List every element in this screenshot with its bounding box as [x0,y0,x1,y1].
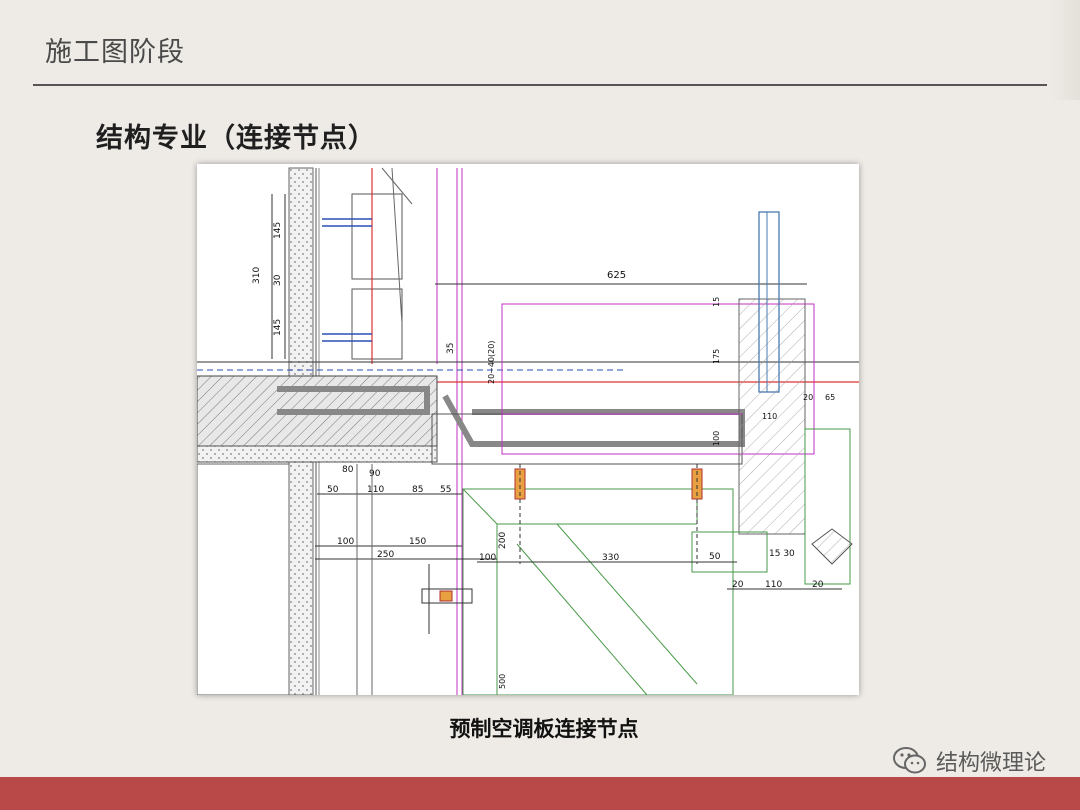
dim-100-mid: 100 [479,553,496,563]
dim-20-bottom-right: 20 [812,580,824,590]
watermark: 结构微理论 [892,745,1046,777]
dim-250: 250 [377,550,394,560]
dim-20-bottom: 20 [732,580,744,590]
header-divider [33,84,1047,86]
dim-50: 50 [327,485,339,495]
footer-bar [0,777,1080,810]
section-heading: 结构专业（连接节点） [96,123,376,154]
dim-175: 175 [712,349,721,364]
dim-110: 110 [367,485,384,495]
dim-145-top: 145 [273,222,283,239]
dim-30: 30 [273,274,283,286]
dim-20-right: 20 [803,393,813,402]
dim-80: 80 [342,465,354,475]
dim-110-bottom: 110 [765,580,782,590]
dim-15-30: 15 30 [769,549,795,559]
dim-65: 65 [825,393,835,402]
rebar-outline [277,386,430,415]
dim-100-bottom: 100 [337,537,354,547]
structural-drawing: 310 145 30 145 35 625 15 175 100 110 20 … [197,164,859,695]
dim-330: 330 [602,553,619,563]
dim-150-bottom: 150 [409,537,426,547]
dim-35: 35 [446,343,456,354]
wechat-icon [892,746,928,776]
dim-15: 15 [712,297,721,307]
corner-decoration [1050,0,1080,100]
dim-100: 100 [712,431,721,446]
dim-50-right: 50 [709,552,721,562]
dim-55: 55 [440,485,451,495]
dim-20-40: 20~40(20) [487,341,496,384]
dim-85: 85 [412,485,423,495]
dim-145-bottom: 145 [273,319,283,336]
watermark-text: 结构微理论 [935,751,1046,776]
dim-310: 310 [252,267,262,284]
dim-90: 90 [369,469,381,479]
dim-110-right: 110 [762,412,777,421]
bracket-frame [462,488,734,695]
page-title: 施工图阶段 [45,37,185,68]
dim-500: 500 [498,674,507,689]
figure-caption: 预制空调板连接节点 [449,717,639,741]
dim-200: 200 [498,532,508,549]
aircon-panel [431,413,743,465]
dim-625: 625 [607,270,626,281]
